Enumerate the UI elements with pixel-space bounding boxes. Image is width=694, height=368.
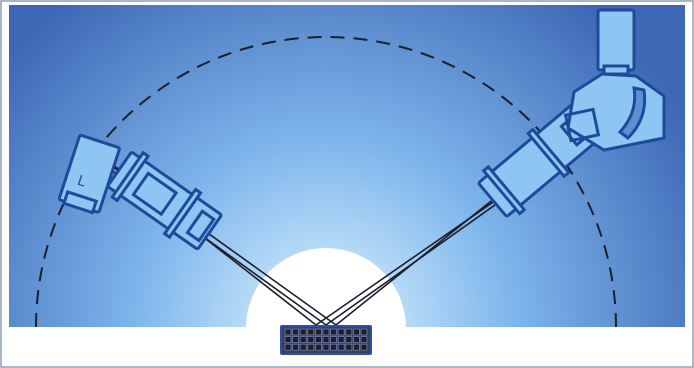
sample-cell [360,336,368,344]
sample-cell [314,343,322,351]
sample-cell [322,328,330,336]
detector-window [602,64,630,76]
sample-cell [284,343,292,351]
sample-cell [299,343,307,351]
optics-inner [131,171,179,217]
sample-cell [284,328,292,336]
sample-cell [292,336,300,344]
sample-cell [352,336,360,344]
x-ray-source: L [57,133,121,215]
sample-cell [337,336,345,344]
mono-crystal [563,107,601,143]
sample-cell [314,336,322,344]
sample-cell [292,343,300,351]
sample-cell [307,336,315,344]
sample-stage [280,325,372,355]
sample-cell [307,328,315,336]
sample-cell [352,343,360,351]
sample-glow [246,248,406,328]
slit-2 [162,187,203,240]
sample-cell [299,336,307,344]
sample-cell [299,328,307,336]
sample-cell [345,328,353,336]
sample-cell [352,328,360,336]
sample-cell [314,328,322,336]
sample-cell [337,343,345,351]
sample-grid [284,328,368,351]
sample-cell [284,336,292,344]
sample-cell [322,343,330,351]
sample-cell [330,328,338,336]
sample-cell [345,336,353,344]
sample-cell [292,328,300,336]
incident-optics [106,150,223,251]
mono-curve [617,86,647,140]
receiving-slit-1 [481,164,527,216]
detector [596,8,636,76]
sample-cell [307,343,315,351]
sample-cell [337,328,345,336]
sample-cell [345,343,353,351]
monochromator [563,72,666,152]
sample-cell [330,336,338,344]
receiving-slit-2 [526,127,571,179]
sample-cell [360,343,368,351]
sample-cell [322,336,330,344]
sample-cell [360,328,368,336]
detector-body [596,8,636,72]
slit-3 [185,209,216,243]
sample-cell [330,343,338,351]
slit-1 [110,150,151,203]
source-cap [62,190,99,215]
